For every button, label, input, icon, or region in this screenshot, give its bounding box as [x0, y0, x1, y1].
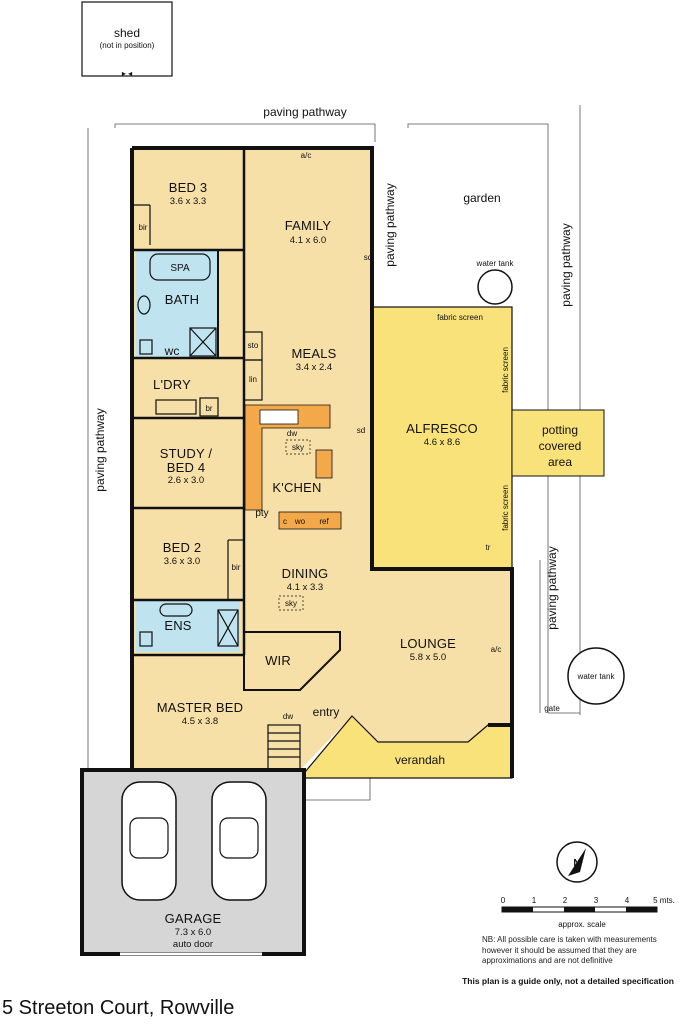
car-icon [121, 781, 177, 901]
water-tank-icon [477, 269, 513, 305]
scale-tick: 0 [501, 896, 506, 905]
meals-label: MEALS [291, 346, 336, 361]
shed-note: (not in position) [100, 41, 155, 50]
lounge-label: LOUNGE [400, 636, 456, 651]
potting-line1: potting [542, 423, 578, 437]
study-label-line1: STUDY / [160, 446, 213, 461]
garage [80, 768, 306, 956]
fabric-screen-side: fabric screen [501, 347, 510, 393]
disclaimer-guide: This plan is a guide only, not a detaile… [462, 976, 674, 986]
kitchen-label: K'CHEN [272, 480, 321, 495]
gate-label: gate [544, 704, 560, 713]
ac-label: a/c [491, 645, 502, 654]
lounge-dims: 5.8 x 5.0 [410, 652, 446, 663]
paving-pathway-top: paving pathway [263, 105, 346, 119]
family-label: FAMILY [285, 218, 332, 233]
potting-line2: covered [539, 439, 582, 453]
water-tank-label: water tank [476, 259, 515, 268]
garage-door-label: auto door [173, 939, 213, 950]
bed3-dims: 3.6 x 3.3 [170, 196, 206, 207]
outdoor-labels: paving pathway paving pathway paving pat… [93, 105, 615, 681]
room-labels: BED 3 3.6 x 3.3 FAMILY 4.1 x 6.0 SPA BAT… [153, 180, 581, 950]
study-dims: 2.6 x 3.0 [168, 475, 204, 486]
scale-bar: 0 1 2 3 4 5 mts. approx. scale [501, 896, 675, 929]
shed-label: shed [114, 26, 140, 40]
bir-label: bir [139, 223, 148, 232]
potting-line3: area [548, 455, 572, 469]
scale-tick: 1 [532, 896, 537, 905]
fabric-screen-side: fabric screen [501, 485, 510, 531]
scale-tick: 2 [563, 896, 568, 905]
sd-label: sd [357, 426, 365, 435]
sky-label: sky [292, 443, 304, 452]
tr-label: tr [486, 543, 491, 552]
ac-label: a/c [301, 151, 312, 160]
dw-label: dw [287, 429, 297, 438]
dining-dims: 4.1 x 3.3 [287, 582, 323, 593]
garage-label: GARAGE [165, 911, 222, 926]
bir-label: bir [232, 563, 241, 572]
verandah-label: verandah [395, 753, 445, 767]
wc-label: wc [164, 344, 180, 358]
alfresco-dims: 4.6 x 8.6 [424, 437, 460, 448]
paving-pathway-right: paving pathway [559, 223, 573, 306]
wir-label: WIR [265, 653, 291, 668]
interior-walls [132, 148, 341, 771]
property-address: 5 Streeton Court, Rowville [2, 997, 235, 1019]
paving-pathway-lower: paving pathway [545, 546, 559, 629]
shed: shed (not in position) ▸ ◂ [81, 1, 173, 78]
fabric-screen-top: fabric screen [437, 313, 483, 322]
bed2-label: BED 2 [163, 540, 202, 555]
wo-label: wo [294, 517, 306, 526]
master-dims: 4.5 x 3.8 [182, 716, 218, 727]
scale-caption: approx. scale [558, 920, 606, 929]
meals-dims: 3.4 x 2.4 [296, 362, 332, 373]
br-label: br [205, 404, 212, 413]
entry-label: entry [313, 705, 340, 719]
car-icon [211, 781, 267, 901]
paving-pathway-left: paving pathway [93, 408, 107, 491]
ref-label: ref [319, 517, 329, 526]
water-tank-label: water tank [577, 672, 616, 681]
alfresco-label: ALFRESCO [406, 421, 478, 436]
bathroom-fixtures [137, 253, 211, 647]
scale-tick: 3 [594, 896, 599, 905]
scale-tick: 5 mts. [653, 896, 675, 905]
svg-text:▸ ◂: ▸ ◂ [122, 69, 132, 78]
fixture-labels: bir bir sto lin br dw dw sky sky pty c w… [139, 151, 561, 721]
compass-icon: N [556, 841, 598, 883]
garden-label: garden [463, 191, 500, 205]
family-dims: 4.1 x 6.0 [290, 235, 326, 246]
bed2-dims: 3.6 x 3.0 [164, 556, 200, 567]
sky-label: sky [285, 599, 297, 608]
potting-area [511, 409, 605, 477]
paving-pathway-mid: paving pathway [383, 183, 397, 266]
dw-label: dw [283, 712, 293, 721]
dining-label: DINING [282, 566, 329, 581]
water-tank-icon [567, 647, 625, 705]
ens-area [136, 600, 240, 652]
spa-label: SPA [170, 263, 190, 274]
disclaimer-note: NB: All possible care is taken with meas… [482, 935, 657, 965]
c-label: c [283, 517, 287, 526]
scale-tick: 4 [625, 896, 630, 905]
lin-label: lin [249, 375, 257, 384]
master-label: MASTER BED [157, 700, 244, 715]
ldry-label: L'DRY [153, 377, 191, 392]
kitchen-benches [244, 404, 342, 530]
sto-label: sto [248, 341, 259, 350]
bed3-label: BED 3 [169, 180, 208, 195]
compass-north: N [573, 858, 580, 869]
bath-label: BATH [165, 292, 200, 307]
ens-label: ENS [164, 618, 191, 633]
pty-label: pty [255, 508, 268, 519]
sd-label: sd [364, 253, 372, 262]
study-label-line2: BED 4 [167, 460, 206, 475]
garage-dims: 7.3 x 6.0 [175, 927, 211, 938]
